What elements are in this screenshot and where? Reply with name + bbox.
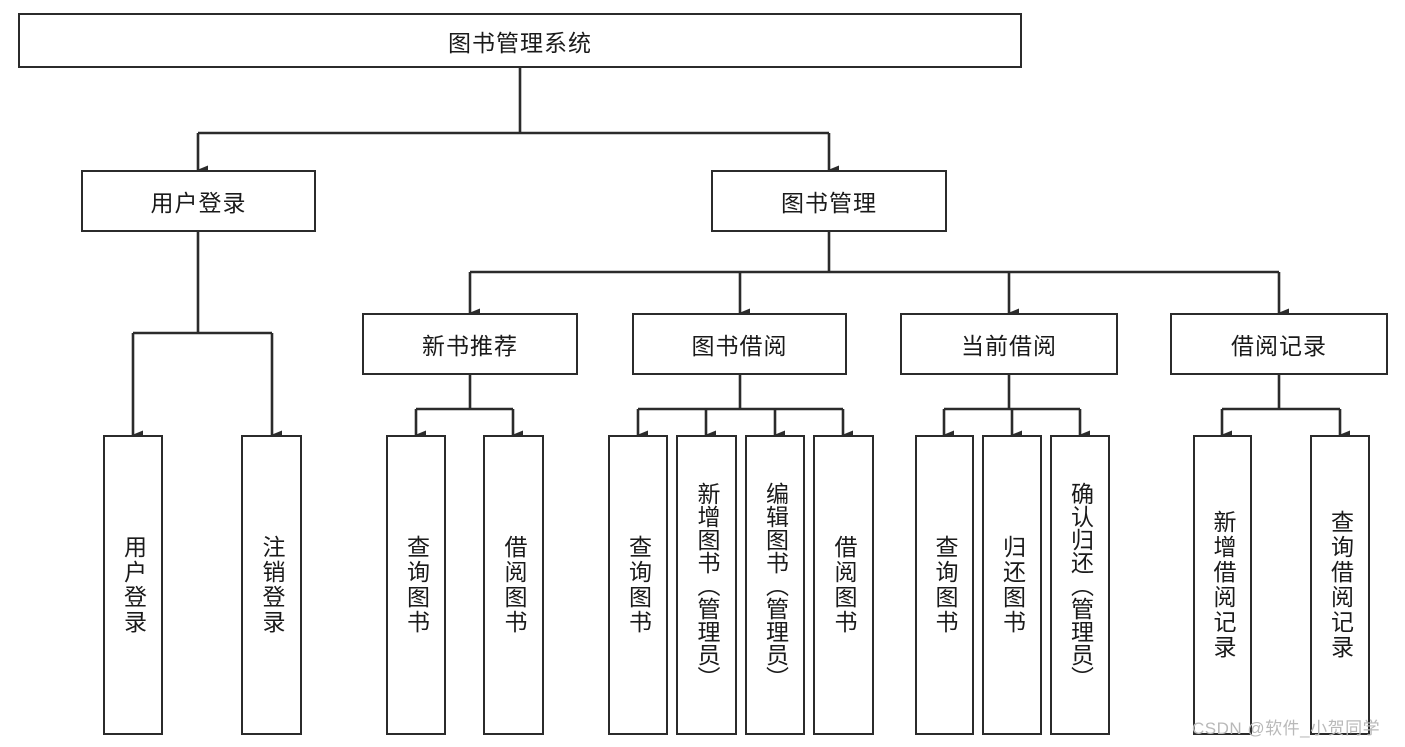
- node-label: 图书管理: [781, 190, 877, 216]
- leaf-node-5[interactable]: 新增图书（管理员）: [676, 435, 737, 735]
- level2-node-1[interactable]: 图书管理: [711, 170, 947, 232]
- level3-node-3[interactable]: 借阅记录: [1170, 313, 1388, 375]
- leaf-node-8[interactable]: 查询图书: [915, 435, 974, 735]
- node-label: 当前借阅: [961, 333, 1057, 359]
- level3-node-1[interactable]: 图书借阅: [632, 313, 847, 375]
- leaf-node-11[interactable]: 新增借阅记录: [1193, 435, 1252, 735]
- node-label: 编辑图书（管理员）: [762, 481, 789, 689]
- node-label: 注销登录: [259, 535, 285, 635]
- node-label: 查询图书: [932, 535, 958, 635]
- node-label: 新增图书（管理员）: [694, 481, 720, 689]
- node-label: 借阅图书: [831, 535, 857, 635]
- leaf-node-9[interactable]: 归还图书: [982, 435, 1042, 735]
- node-label: 借阅图书: [501, 535, 527, 635]
- leaf-node-4[interactable]: 查询图书: [608, 435, 668, 735]
- leaf-node-12[interactable]: 查询借阅记录: [1310, 435, 1370, 735]
- node-label: 新增借阅记录: [1210, 510, 1236, 660]
- node-label: 查询图书: [403, 535, 430, 635]
- leaf-node-3[interactable]: 借阅图书: [483, 435, 544, 735]
- node-label: 新书推荐: [422, 333, 518, 359]
- node-label: 归还图书: [999, 535, 1026, 635]
- leaf-node-1[interactable]: 注销登录: [241, 435, 302, 735]
- leaf-node-7[interactable]: 借阅图书: [813, 435, 874, 735]
- leaf-node-10[interactable]: 确认归还（管理员）: [1050, 435, 1110, 735]
- node-label: 用户登录: [120, 535, 147, 635]
- leaf-node-6[interactable]: 编辑图书（管理员）: [745, 435, 805, 735]
- root-node[interactable]: 图书管理系统: [18, 13, 1022, 68]
- node-label: 用户登录: [150, 190, 247, 216]
- node-label: 查询借阅记录: [1327, 510, 1354, 660]
- leaf-node-2[interactable]: 查询图书: [386, 435, 446, 735]
- level2-node-0[interactable]: 用户登录: [81, 170, 316, 232]
- node-label: 确认归还（管理员）: [1067, 481, 1094, 689]
- node-label: 图书借阅: [691, 333, 788, 359]
- level3-node-2[interactable]: 当前借阅: [900, 313, 1118, 375]
- node-label: 查询图书: [625, 535, 652, 635]
- watermark: CSDN @软件_小贺同学: [1192, 719, 1381, 738]
- level3-node-0[interactable]: 新书推荐: [362, 313, 578, 375]
- node-label: 借阅记录: [1231, 333, 1327, 359]
- leaf-node-0[interactable]: 用户登录: [103, 435, 163, 735]
- node-label: 图书管理系统: [448, 29, 592, 56]
